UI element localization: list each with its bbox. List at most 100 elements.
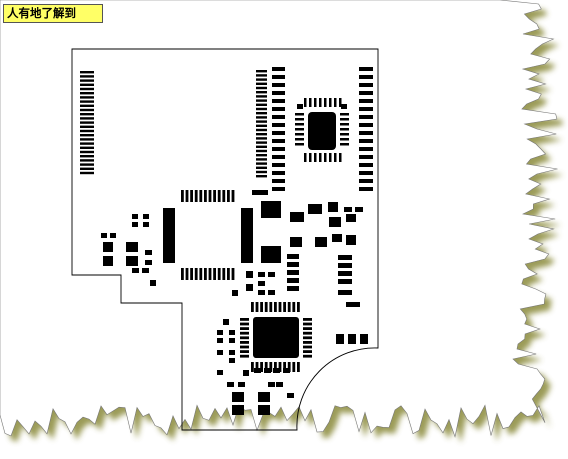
qfn-pin <box>329 98 332 107</box>
pad <box>341 104 347 109</box>
qfp-pin <box>231 268 235 280</box>
pad <box>232 392 244 402</box>
qfp-pin <box>251 302 254 312</box>
header-pin <box>256 154 267 157</box>
pad <box>258 272 265 277</box>
pad <box>268 290 275 295</box>
pad <box>258 392 270 402</box>
pad <box>328 202 338 212</box>
header-pin <box>80 138 94 141</box>
header-pin <box>256 149 267 153</box>
qfn-pin <box>340 138 349 141</box>
pad <box>258 281 265 286</box>
qfp-pin <box>292 362 296 372</box>
header-pin <box>256 175 267 178</box>
pad <box>217 330 223 335</box>
pad <box>338 279 352 284</box>
pad <box>359 139 373 143</box>
pad <box>287 278 299 283</box>
header-pin <box>80 87 94 91</box>
qfn-pin <box>334 98 337 107</box>
header-pin <box>80 146 94 149</box>
header-pin <box>256 70 267 73</box>
pad <box>272 187 285 191</box>
torn-paper-sheet <box>0 0 558 438</box>
qfp-pin <box>287 362 291 372</box>
qfp-pin <box>303 341 312 344</box>
qfp-pin <box>303 318 312 321</box>
pad <box>359 107 373 111</box>
header-pin <box>80 163 94 166</box>
header-pin <box>256 99 267 102</box>
pad <box>336 334 344 344</box>
pad <box>359 115 373 119</box>
pad <box>264 368 271 373</box>
pad <box>283 368 290 373</box>
pad <box>290 237 302 247</box>
pad <box>359 147 373 151</box>
qfn-pin <box>295 128 304 131</box>
pad <box>232 290 238 296</box>
board-outline <box>71 48 379 431</box>
pad <box>272 163 285 167</box>
pad <box>217 350 223 355</box>
header-pin <box>80 155 94 158</box>
pad <box>359 179 373 183</box>
pad <box>287 262 299 267</box>
qfp-pin <box>269 362 273 372</box>
qfp-pin <box>260 362 263 372</box>
header-pin <box>256 162 267 165</box>
chip-qfn-top <box>308 112 336 150</box>
header-pin <box>80 104 94 107</box>
qfn-pin <box>295 138 304 141</box>
pad <box>272 83 285 87</box>
qfn-pin <box>319 98 322 107</box>
pad <box>272 115 285 119</box>
pad <box>287 254 299 259</box>
qfn-pin <box>324 98 327 107</box>
pad <box>287 286 299 291</box>
qfp-pin <box>260 302 263 312</box>
header-pin <box>256 120 267 123</box>
qfp-pin <box>185 190 189 202</box>
qfn-pin <box>304 153 307 162</box>
pad <box>101 233 107 238</box>
qfp-pin <box>240 345 249 349</box>
header-pin <box>256 86 267 90</box>
discrete-pads <box>101 190 368 415</box>
pin-header-mid <box>256 70 267 178</box>
pad <box>359 67 373 71</box>
qfp-pin <box>240 322 249 326</box>
pad <box>272 131 285 135</box>
pad <box>360 334 368 344</box>
header-pin <box>80 79 94 82</box>
qfn-pin <box>339 98 342 107</box>
qfn-pin <box>340 133 349 136</box>
qfp-pin <box>213 190 216 202</box>
pad <box>272 99 285 103</box>
pad <box>126 242 138 252</box>
qfn-pin <box>309 153 312 162</box>
pad <box>276 382 283 387</box>
qfp-pin <box>190 268 193 280</box>
qfp-pin <box>181 190 184 202</box>
pad <box>143 214 149 219</box>
header-pin <box>80 92 94 95</box>
qfp-pin <box>297 362 300 372</box>
header-pin <box>80 117 94 120</box>
qfp-pin <box>222 268 226 280</box>
qfn-pin <box>340 128 349 131</box>
header-pin <box>256 112 267 115</box>
qfn-pin <box>324 153 327 162</box>
header-pin <box>256 124 267 127</box>
qfn-pin <box>334 153 337 162</box>
qfp-pin <box>274 362 277 372</box>
pad <box>272 179 285 183</box>
qfp-pin <box>194 268 198 280</box>
pad <box>359 155 373 159</box>
pad-column-mid <box>272 67 285 191</box>
header-pin <box>80 108 94 112</box>
qfp-pin <box>255 302 259 312</box>
qfp-pin <box>181 268 184 280</box>
